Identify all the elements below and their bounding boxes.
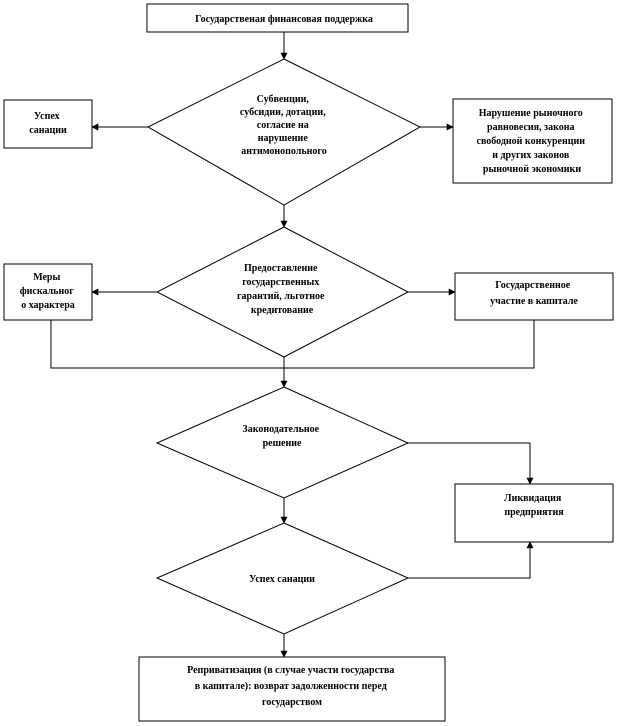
label-liquidation: Ликвидация предприятия <box>504 493 564 518</box>
label-sanation-success-1: Успех санации <box>29 111 67 136</box>
arrow-d3-to-liquidation <box>408 442 534 485</box>
box-fiscal-measures <box>3 263 93 321</box>
label-subsidies: Субвенции, субсидии, дотации, согласие н… <box>240 94 328 157</box>
box-state-capital <box>454 272 614 321</box>
box-reprivatization <box>138 656 446 722</box>
label-state-support: Государственая финансовая поддержка <box>195 14 373 25</box>
diamond-subsidies <box>146 58 422 206</box>
arrow-d4-to-liquidation <box>408 541 534 579</box>
label-state-capital: Государственное участие в капитале <box>490 280 578 307</box>
label-fiscal-measures: Меры фискальног о характера <box>20 272 77 311</box>
box-market-violation <box>452 98 613 184</box>
box-liquidation <box>454 483 614 543</box>
label-market-violation: Нарушение рыночного равновесия, закона с… <box>477 108 588 175</box>
box-sanation-success-1 <box>3 99 93 149</box>
label-sanation-success-2: Успех санации <box>249 574 315 585</box>
label-guarantees: Предоставление государственных гарантий,… <box>237 263 327 316</box>
connector-right-merge <box>284 320 535 369</box>
box-state-support <box>146 3 409 33</box>
label-reprivatization: Реприватизация (в случае участи государс… <box>187 665 397 708</box>
label-legislative: Законодательное решение <box>242 424 321 449</box>
connector-left-merge <box>50 320 284 369</box>
